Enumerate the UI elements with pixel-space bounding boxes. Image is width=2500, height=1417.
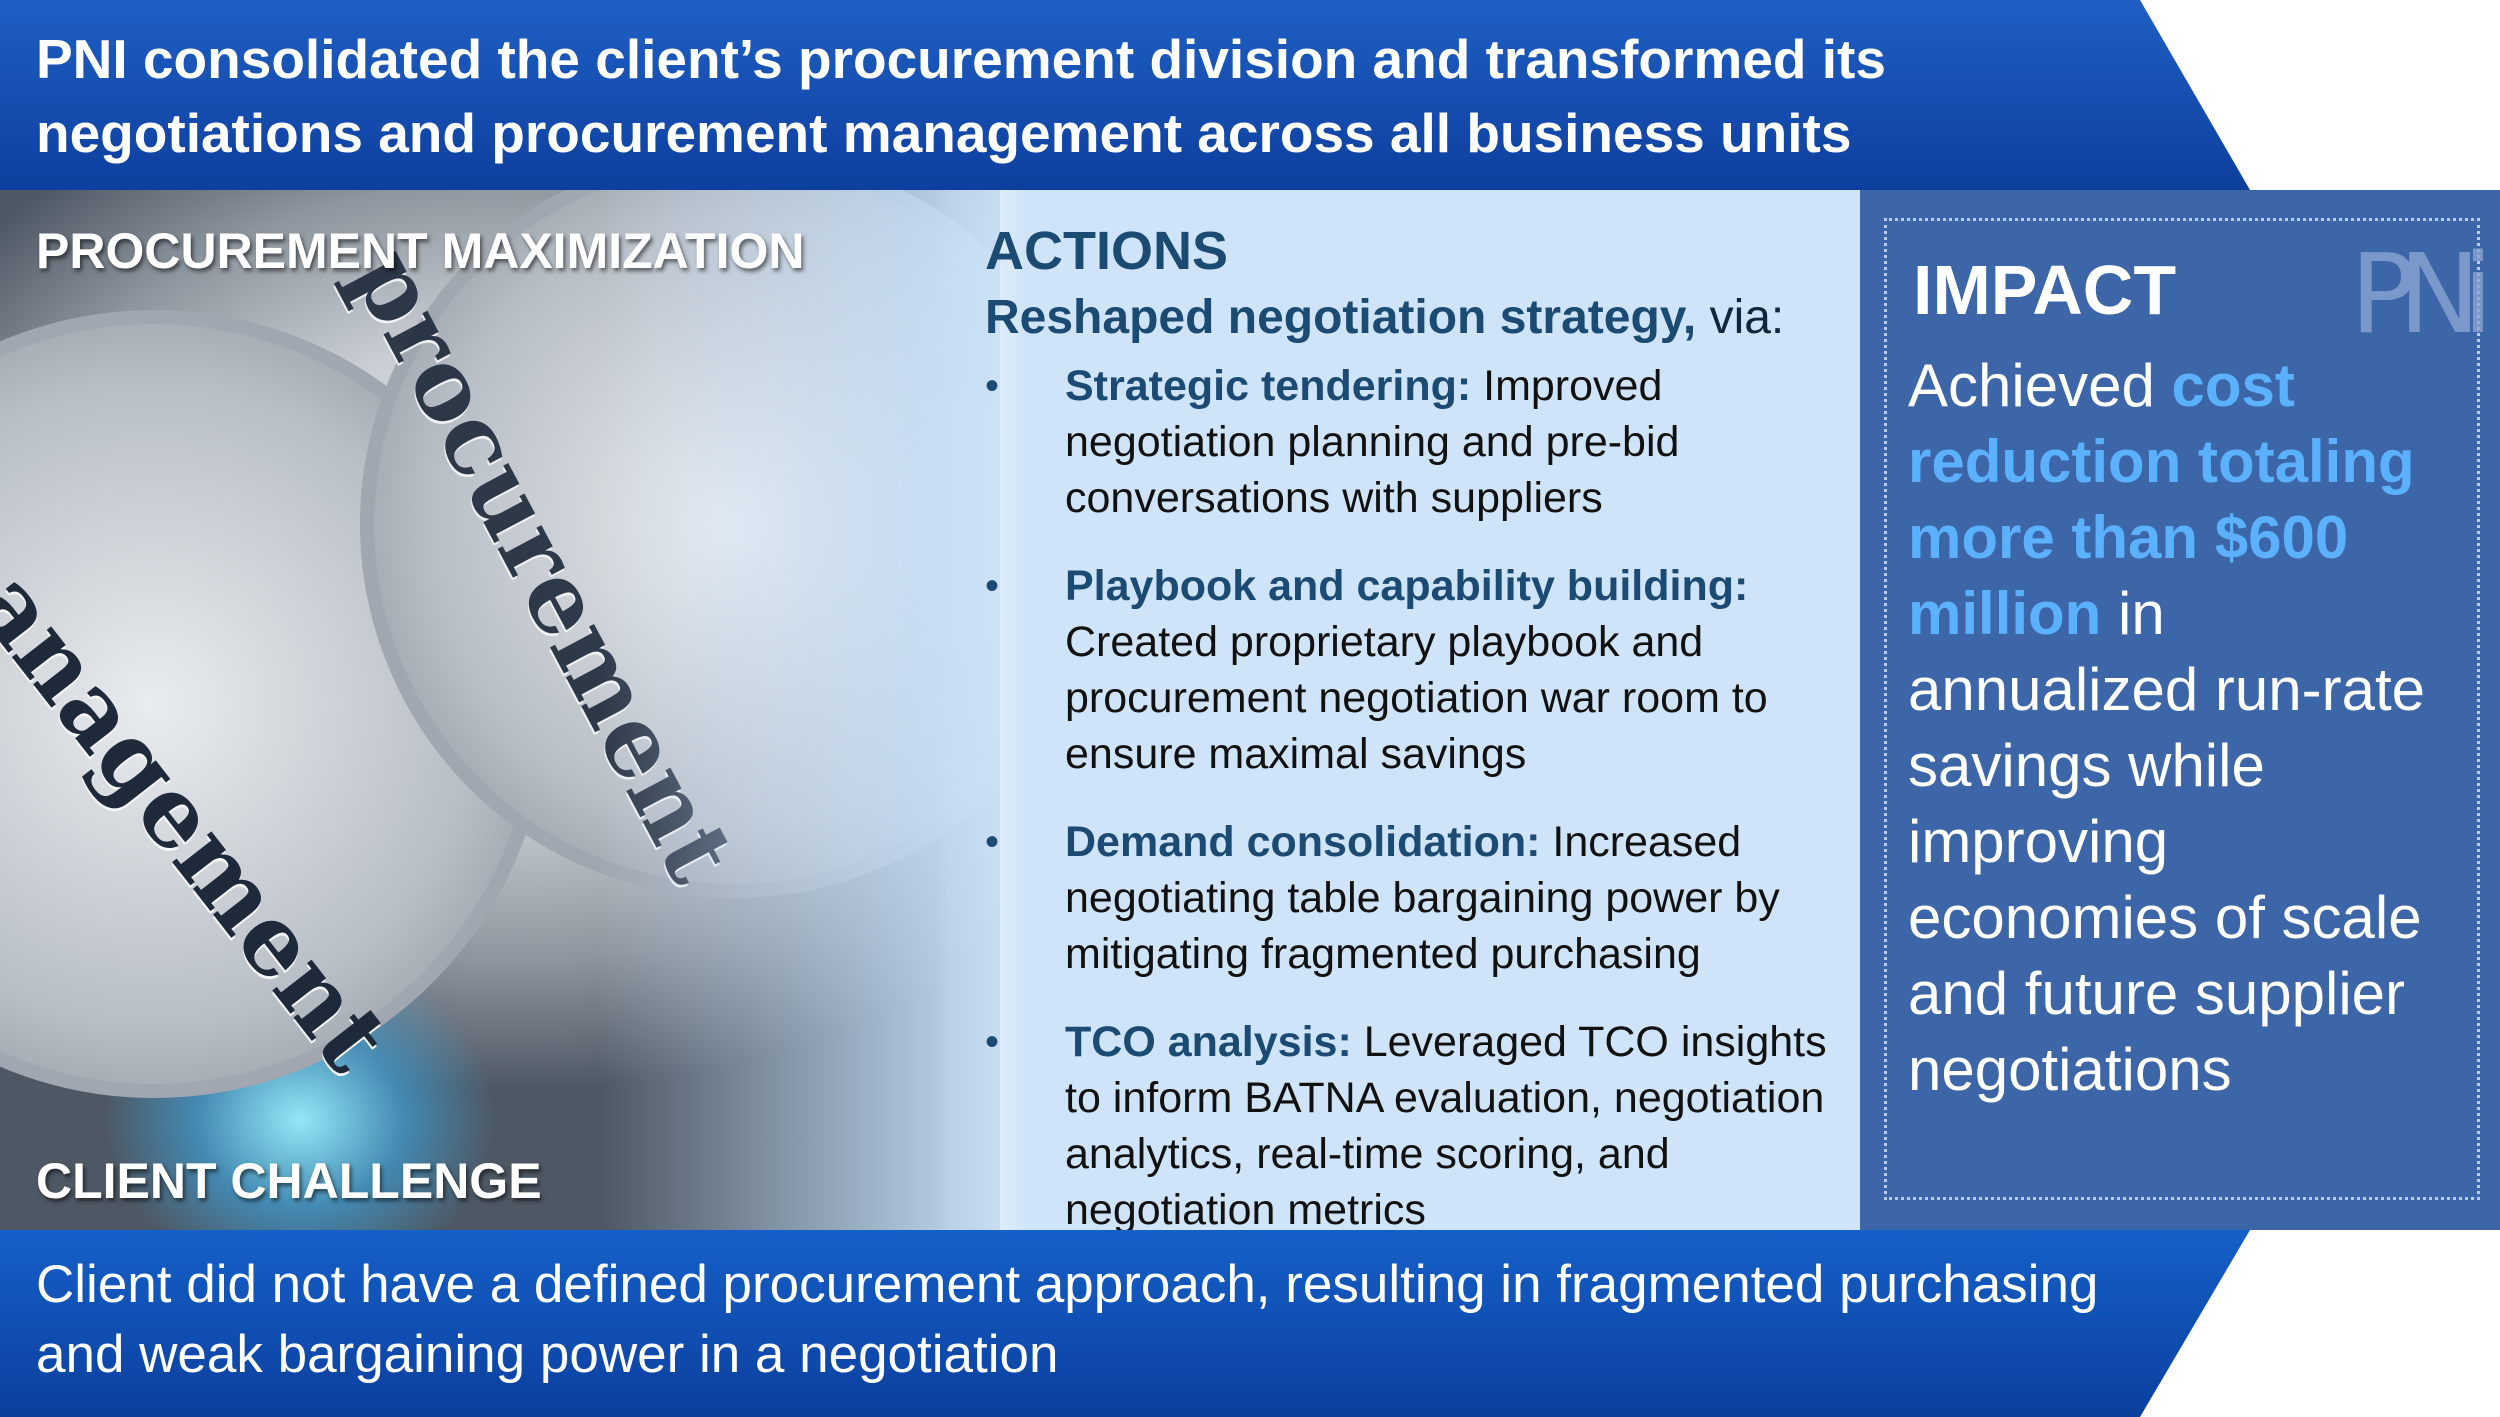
bullet-icon: • [985,364,1000,408]
actions-heading: ACTIONS [985,221,1228,281]
client-challenge-label: CLIENT CHALLENGE [36,1153,542,1209]
gear-right [360,190,1000,898]
action-item-strategic-tendering: • Strategic tendering: Improved negotiat… [985,358,1845,526]
action-item-playbook: • Playbook and capability building: Crea… [985,558,1845,782]
page-title: PNI consolidated the client’s procuremen… [36,28,1886,164]
header-banner: PNI consolidated the client’s procuremen… [0,0,2250,190]
impact-text-before: Achieved [1908,352,2172,419]
pni-logo: PNi [2350,230,2493,358]
impact-heading: IMPACT [1913,251,2177,329]
action-item-text: Created proprietary playbook and procure… [1065,618,1768,778]
impact-text-after: in annualized run-rate savings while imp… [1908,580,2426,1103]
action-item-demand-consolidation: • Demand consolidation: Increased negoti… [985,814,1845,982]
actions-panel: ACTIONS Reshaped negotiation strategy, v… [935,190,1860,1234]
action-item-tco-analysis: • TCO analysis: Leveraged TCO insights t… [985,1014,1845,1238]
footer-banner: Client did not have a defined procuremen… [0,1230,2250,1417]
bullet-icon: • [985,820,1000,864]
procurement-maximization-label: PROCUREMENT MAXIMIZATION [36,223,805,279]
action-item-title: Playbook and capability building: [1065,562,1749,610]
procurement-gears-image: management procurement [0,190,1000,1230]
action-item-text: Leveraged TCO insights to inform BATNA e… [1065,1018,1827,1234]
impact-text: Achieved cost reduction totaling more th… [1908,348,2468,1108]
action-item-title: Demand consolidation: [1065,818,1541,866]
action-item-title: TCO analysis: [1065,1018,1352,1066]
actions-subheading: Reshaped negotiation strategy, via: [985,290,1784,345]
gear-word-management: management [0,470,412,1092]
impact-dotted-frame [1884,218,2480,1200]
bullet-icon: • [985,1020,1000,1064]
gear-word-procurement: procurement [330,230,758,900]
actions-subheading-strong: Reshaped negotiation strategy, [985,291,1697,344]
actions-list: • Strategic tendering: Improved negotiat… [985,358,1845,1270]
impact-panel: IMPACT PNi Achieved cost reduction total… [1860,190,2500,1230]
gear-left [0,310,548,1098]
impact-text-highlight: cost reduction totaling more than $600 m… [1908,352,2415,647]
actions-subheading-plain: via: [1696,291,1785,344]
bullet-icon: • [985,564,1000,608]
client-challenge-text: Client did not have a defined procuremen… [36,1255,2099,1384]
action-item-title: Strategic tendering: [1065,362,1472,410]
action-item-text: Increased negotiating table bargaining p… [1065,818,1780,978]
action-item-text: Improved negotiation planning and pre-bi… [1065,362,1680,522]
